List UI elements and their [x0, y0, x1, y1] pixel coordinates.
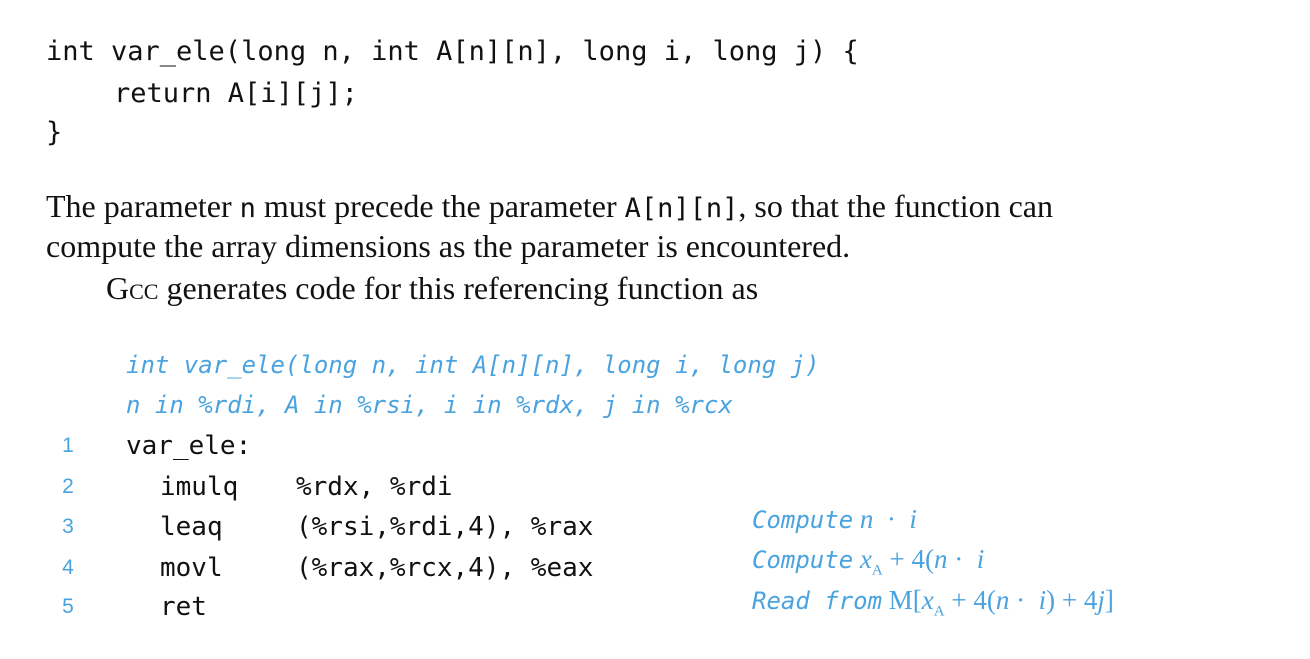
asm-opcode: movl [160, 553, 223, 583]
asm-comment: Compute xA + 4(n · i [728, 511, 984, 618]
gcc-name: Gcc [106, 270, 159, 306]
asm-comment-math: M[xA + 4(n · i) + 4j] [882, 585, 1114, 620]
asm-comment: Read from M[xA + 4(n · i) + 4j] [728, 552, 1114, 659]
asm-comment-math: n · i [859, 504, 917, 534]
asm-operands: (%rsi,%rdi,4), %rax [296, 512, 594, 542]
asm-operands: %rdx, %rdi [296, 472, 453, 502]
asm-operands: (%rax,%rcx,4), %eax [296, 553, 594, 583]
asm-opcode: leaq [160, 512, 223, 542]
prose-paragraph-line-3: Gcc generates code for this referencing … [106, 268, 758, 308]
prose-text: , so that the function can [738, 188, 1053, 224]
c-code-line-3: } [46, 117, 63, 148]
inline-code-array: A[n][n] [624, 193, 739, 224]
line-number: 3 [62, 515, 74, 538]
asm-comment-text: Compute [752, 506, 854, 534]
asm-label: var_ele: [126, 431, 252, 461]
asm-signature-comment: int var_ele(long n, int A[n][n], long i,… [126, 351, 820, 379]
c-code-line-2: return A[i][j]; [114, 78, 358, 109]
prose-paragraph-line-1: The parameter n must precede the paramet… [46, 186, 1053, 229]
line-number: 5 [62, 595, 74, 618]
asm-comment: Compute n · i [728, 471, 917, 569]
asm-comment-math: xA + 4(n · i [859, 544, 985, 579]
asm-comment-text: Compute [752, 546, 854, 574]
line-number: 1 [62, 434, 74, 457]
asm-opcode: ret [160, 592, 207, 622]
prose-text: The parameter [46, 188, 240, 224]
prose-text: must precede the parameter [255, 188, 625, 224]
asm-registers-comment: n in %rdi, A in %rsi, i in %rdx, j in %r… [126, 391, 733, 419]
inline-code-n: n [239, 193, 256, 224]
line-number: 2 [62, 475, 74, 498]
asm-comment-text: Read from [752, 587, 883, 615]
prose-paragraph-line-2: compute the array dimensions as the para… [46, 228, 851, 264]
line-number: 4 [62, 556, 74, 579]
c-code-line-1: int var_ele(long n, int A[n][n], long i,… [46, 36, 859, 67]
prose-text: generates code for this referencing func… [158, 270, 759, 306]
asm-opcode: imulq [160, 472, 239, 502]
